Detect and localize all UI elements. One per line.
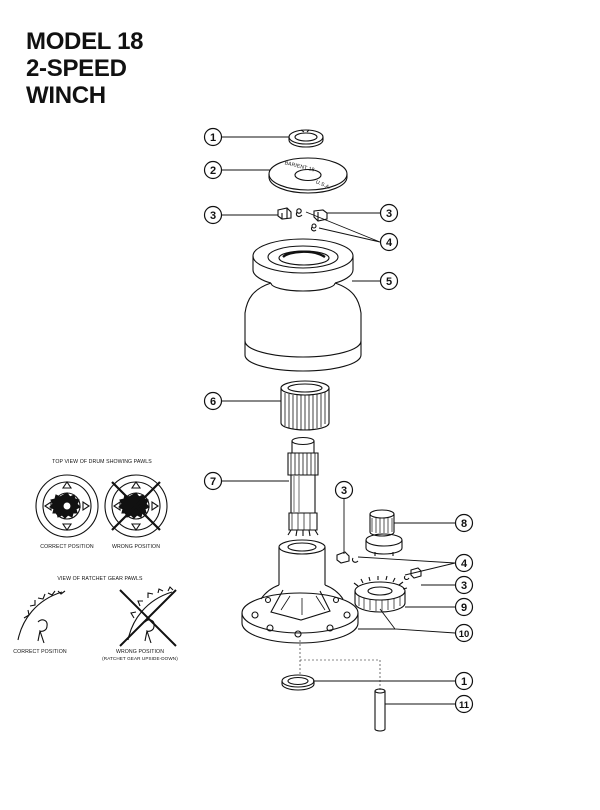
callout-3-left: 3 — [210, 210, 216, 222]
part-3-pawls-lower — [336, 551, 422, 579]
drum-correct-view — [35, 474, 99, 538]
ratchet-wrong-note: (RATCHET GEAR UPSIDE-DOWN) — [102, 656, 178, 661]
part-10-winch-base — [241, 539, 359, 644]
callout-3-mid: 3 — [341, 485, 347, 497]
part-2-drum-cap: BARIENT 18 U.S.A. — [268, 157, 348, 194]
inset-drum-title: TOP VIEW OF DRUM SHOWING PAWLS — [52, 459, 152, 465]
cap-brand-text: BARIENT 18 — [284, 160, 315, 173]
part-4-pawl-springs-lower — [351, 557, 410, 581]
callout-9: 9 — [461, 602, 467, 614]
inset-drum-pawls: TOP VIEW OF DRUM SHOWING PAWLS CORRECT P… — [35, 459, 168, 550]
ratchet-correct-view — [17, 590, 66, 644]
ratchet-wrong-label: WRONG POSITION — [116, 649, 164, 655]
part-3-pawls-upper — [277, 207, 328, 222]
part-9-ratchet-gear — [353, 575, 408, 613]
callout-11: 11 — [459, 700, 470, 711]
part-1-retaining-ring-lower — [281, 674, 315, 691]
callout-8: 8 — [461, 518, 467, 530]
ratchet-correct-label: CORRECT POSITION — [13, 649, 67, 655]
part-5-winch-drum — [244, 238, 362, 372]
callout-1-bottom: 1 — [461, 676, 467, 688]
drum-correct-label: CORRECT POSITION — [40, 544, 94, 550]
part-7-main-shaft — [287, 436, 319, 537]
part-1-retaining-ring — [288, 129, 324, 148]
part-4-pawl-springs-upper — [295, 208, 317, 232]
leader-lines — [222, 136, 456, 705]
callout-4-upper: 4 — [386, 237, 393, 249]
part-11-pin — [374, 688, 386, 732]
part-8-gear-cluster — [365, 509, 403, 556]
callout-3-right: 3 — [386, 208, 392, 220]
callout-6: 6 — [210, 396, 216, 408]
callout-numbers: 1 2 3 3 4 5 6 7 3 8 4 3 9 10 1 11 — [210, 132, 470, 711]
callout-1-top: 1 — [210, 132, 216, 144]
callout-10: 10 — [459, 629, 470, 640]
part-6-roller-bearing — [280, 380, 330, 431]
callout-3-lower: 3 — [461, 580, 467, 592]
inset-ratchet-title: VIEW OF RATCHET GEAR PAWLS — [57, 576, 143, 582]
cap-country-text: U.S.A. — [315, 179, 332, 191]
ratchet-wrong-view — [119, 586, 177, 647]
title-line-speed: 2-SPEED — [26, 55, 127, 82]
inset-ratchet-pawls: VIEW OF RATCHET GEAR PAWLS CORRECT POSIT… — [13, 576, 178, 661]
callout-4-lower: 4 — [461, 558, 468, 570]
callout-7: 7 — [210, 476, 216, 488]
drum-wrong-view — [104, 474, 168, 538]
callout-5: 5 — [386, 276, 392, 288]
callout-2: 2 — [210, 165, 216, 177]
diagram-title: MODEL 18 2-SPEED WINCH — [26, 28, 144, 109]
callout-markers — [203, 127, 474, 714]
assembly-axis-lines — [299, 640, 381, 690]
drum-wrong-label: WRONG POSITION — [112, 544, 160, 550]
title-line-winch: WINCH — [26, 82, 106, 109]
title-line-model: MODEL 18 — [26, 28, 144, 55]
